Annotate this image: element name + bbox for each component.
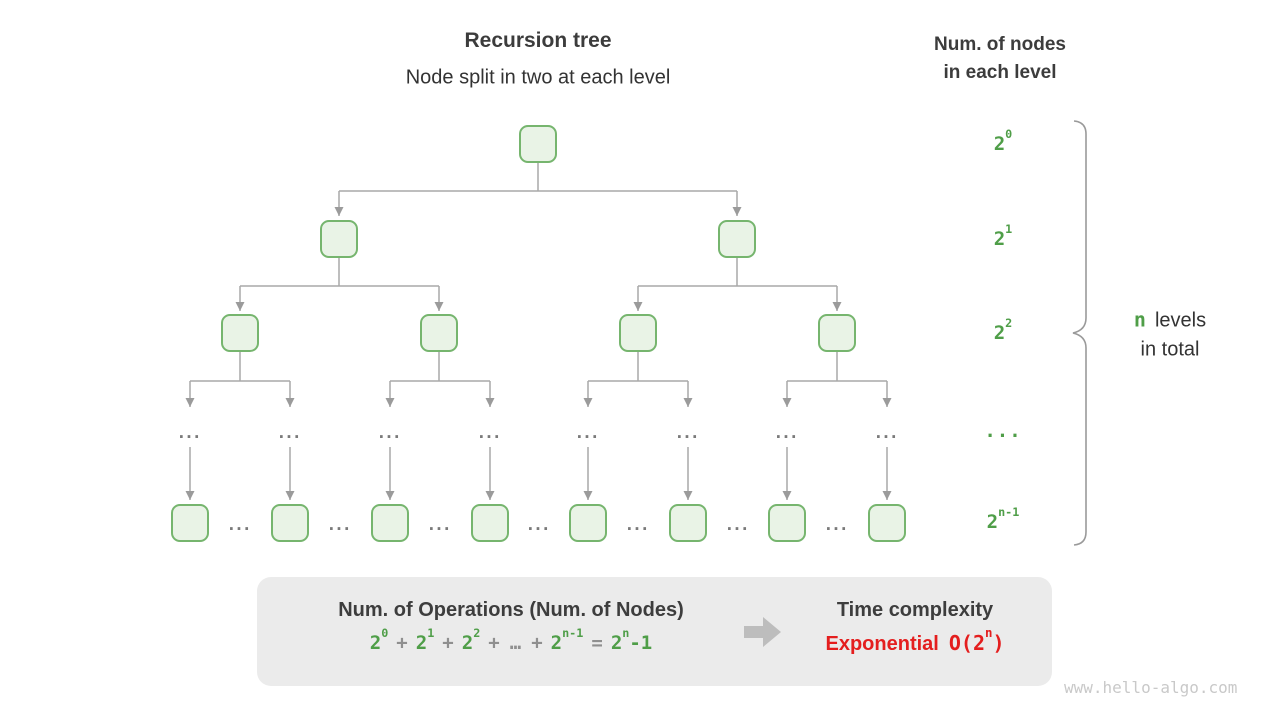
time-complexity-value: Exponential O(2n) <box>797 625 1033 656</box>
diagram-subtitle: Node split in two at each level <box>405 66 671 89</box>
formula-term-3: 22 <box>461 625 481 654</box>
tree-node-leaf-7 <box>768 504 806 542</box>
tree-node-l2-b <box>420 314 458 352</box>
formula-term-2: 21 <box>415 625 435 654</box>
time-complexity-title: Time complexity <box>836 599 994 621</box>
ellipsis-level3-6: ... <box>676 424 700 442</box>
ellipsis-level3-1: ... <box>178 424 202 442</box>
ellipsis-leaf-5: ... <box>626 516 650 534</box>
ellipsis-level3-3: ... <box>378 424 402 442</box>
plus-sign: + <box>442 632 454 654</box>
watermark: www.hello-algo.com <box>1064 678 1238 697</box>
diagram-title: Recursion tree <box>464 29 612 52</box>
ellipsis-level3-8: ... <box>875 424 899 442</box>
tree-node-leaf-1 <box>171 504 209 542</box>
ellipsis-leaf-3: ... <box>428 516 452 534</box>
ellipsis-leaf-6: ... <box>726 516 750 534</box>
n-symbol: n <box>1133 307 1146 332</box>
level-count-label-3: ... <box>984 420 1022 442</box>
tree-node-l2-a <box>221 314 259 352</box>
tree-node-leaf-2 <box>271 504 309 542</box>
formula-term-4: 2n-1 <box>550 625 584 654</box>
level-count-label-2: 22 <box>993 315 1013 344</box>
formula-result: 2n-1 <box>610 625 653 654</box>
plus-sign: + <box>488 632 500 654</box>
formula-term-1: 20 <box>369 625 389 654</box>
tree-node-leaf-6 <box>669 504 707 542</box>
brace-label-line2: in total <box>1140 338 1200 361</box>
operations-summary-box: Num. of Operations (Num. of Nodes) 20 +21… <box>257 577 1052 686</box>
tree-node-leaf-3 <box>371 504 409 542</box>
levels-brace <box>1072 120 1087 546</box>
level-count-label-1: 21 <box>993 221 1013 250</box>
big-o-notation: O(2n) <box>948 625 1005 655</box>
time-complexity-block: Time complexity Exponential O(2n) <box>797 599 1033 656</box>
tree-node-leaf-5 <box>569 504 607 542</box>
level-count-label-0: 20 <box>993 126 1013 155</box>
tree-node-l2-c <box>619 314 657 352</box>
ellipsis-level3-5: ... <box>576 424 600 442</box>
implies-arrow-icon <box>744 617 781 647</box>
plus-sign: + <box>531 632 543 654</box>
formula-ellipsis: … <box>509 632 522 654</box>
operations-formula: 20 +21 +22 + … +2n-1 = 2n-1 <box>281 625 741 654</box>
ellipsis-level3-4: ... <box>478 424 502 442</box>
nodes-per-level-heading-line1: Num. of nodes <box>934 34 1066 55</box>
ellipsis-level3-7: ... <box>775 424 799 442</box>
tree-node-leaf-8 <box>868 504 906 542</box>
ellipsis-leaf-4: ... <box>527 516 551 534</box>
tree-node-leaf-4 <box>471 504 509 542</box>
complexity-class-word: Exponential <box>825 633 939 655</box>
equals-sign: = <box>591 632 603 654</box>
operations-title: Num. of Operations (Num. of Nodes) <box>338 599 684 621</box>
level-count-label-4: 2n-1 <box>986 504 1020 533</box>
ellipsis-leaf-7: ... <box>825 516 849 534</box>
tree-node-l1-b <box>718 220 756 258</box>
ellipsis-leaf-2: ... <box>328 516 352 534</box>
tree-node-l2-d <box>818 314 856 352</box>
tree-node-l1-a <box>320 220 358 258</box>
nodes-per-level-heading-line2: in each level <box>943 62 1057 83</box>
tree-node-root <box>519 125 557 163</box>
ellipsis-level3-2: ... <box>278 424 302 442</box>
ellipsis-leaf-1: ... <box>228 516 252 534</box>
plus-sign: + <box>396 632 408 654</box>
operations-block: Num. of Operations (Num. of Nodes) 20 +21… <box>281 599 741 654</box>
